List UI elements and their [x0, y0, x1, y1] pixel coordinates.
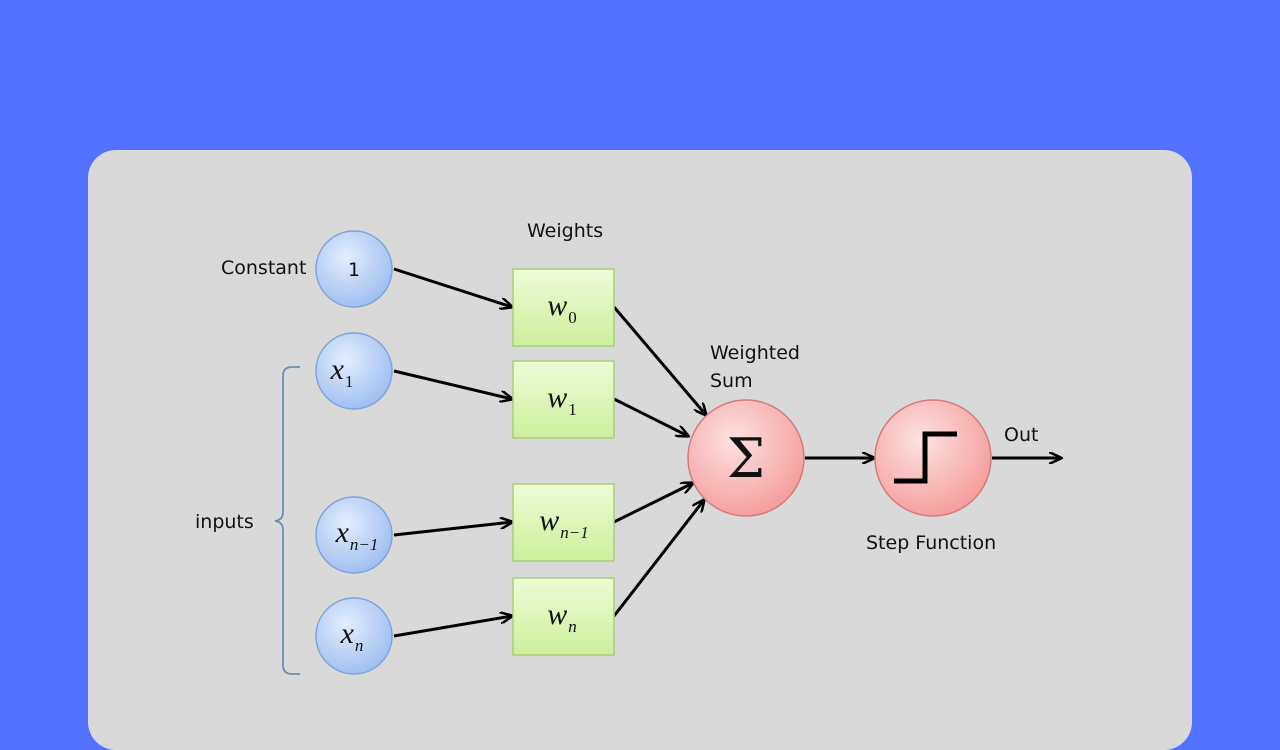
constant-value: 1 — [348, 259, 360, 281]
svg-text:xn: xn — [340, 617, 364, 655]
diagram-card — [88, 150, 1192, 750]
inputs-brace — [274, 366, 300, 675]
edge-constant-w0 — [393, 267, 512, 307]
svg-text:w1: w1 — [547, 381, 577, 419]
input-xn-var: x — [340, 617, 355, 650]
weight-box-wn: wn — [512, 577, 615, 656]
input-x1-var: x — [330, 353, 345, 386]
weight-wn1-var: w — [539, 504, 559, 537]
svg-text:wn−1: wn−1 — [539, 504, 589, 542]
step-function-icon — [894, 431, 957, 484]
edge-x1-w1 — [393, 369, 512, 399]
input-x1-sub: 1 — [345, 372, 354, 391]
perceptron-diagram: Weights Constant inputs Weighted Sum Out… — [195, 220, 1280, 675]
sigma-icon: Σ — [727, 427, 765, 490]
edge-wn-sum — [612, 500, 704, 617]
input-node-x1: x1 — [315, 332, 393, 410]
weight-box-wn-1: wn−1 — [512, 483, 615, 562]
out-label: Out — [1004, 424, 1038, 446]
weight-w0-sub: 0 — [568, 308, 577, 327]
edge-xn-wn — [393, 616, 512, 638]
edge-wn1-sum — [613, 483, 693, 524]
inputs-label: inputs — [195, 511, 254, 533]
weight-wn-sub: n — [568, 617, 577, 636]
edge-w0-sum — [612, 306, 706, 415]
input-node-xn: xn — [315, 597, 393, 675]
svg-text:w0: w0 — [547, 289, 577, 327]
step-function-label: Step Function — [866, 532, 996, 554]
weight-wn1-sub: n−1 — [560, 523, 588, 542]
weight-box-w0: w0 — [512, 268, 615, 347]
weighted-sum-node: Σ — [687, 399, 805, 517]
weight-w1-var: w — [547, 381, 567, 414]
edge-w1-sum — [613, 397, 688, 436]
input-xn1-var: x — [335, 516, 350, 549]
weight-box-w1: w1 — [512, 360, 615, 439]
weight-w0-var: w — [547, 289, 567, 322]
step-function-node — [874, 399, 992, 517]
weights-label: Weights — [527, 220, 603, 242]
weight-wn-var: w — [547, 598, 567, 631]
weight-w1-sub: 1 — [568, 400, 577, 419]
weighted-sum-label-line1: Weighted — [710, 342, 800, 364]
input-xn1-sub: n−1 — [350, 535, 378, 554]
constant-label: Constant — [221, 257, 306, 279]
input-node-xn-1: xn−1 — [315, 496, 393, 574]
constant-node: 1 — [315, 230, 393, 308]
input-xn-sub: n — [355, 636, 364, 655]
weighted-sum-label-line2: Sum — [710, 370, 753, 392]
svg-text:x1: x1 — [330, 353, 354, 391]
edge-xn1-wn1 — [393, 522, 512, 537]
svg-text:xn−1: xn−1 — [335, 516, 379, 554]
svg-text:wn: wn — [547, 598, 577, 636]
